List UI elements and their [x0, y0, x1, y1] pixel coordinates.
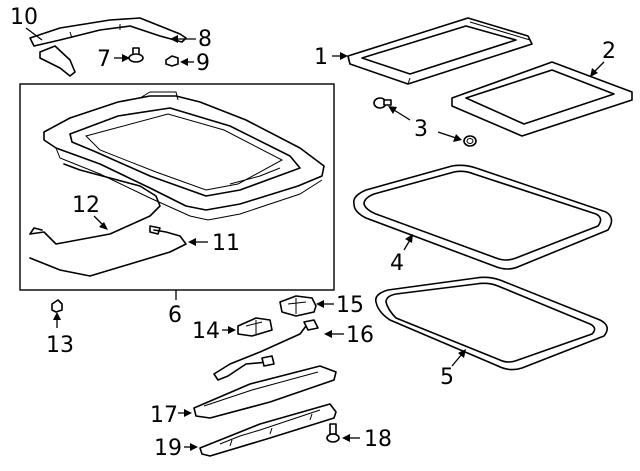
callout-13: 13 [46, 312, 74, 358]
part-9-clip [165, 55, 179, 67]
callout-label-15: 15 [336, 293, 364, 318]
part-16-harness [213, 319, 319, 381]
callout-label-3: 3 [414, 117, 428, 142]
callout-11: 11 [188, 231, 240, 256]
callout-2: 2 [590, 39, 616, 77]
callout-label-11: 11 [212, 231, 240, 256]
callout-1: 1 [314, 45, 348, 70]
part-1-glass-panel [347, 17, 533, 85]
callout-label-6: 6 [168, 303, 182, 328]
part-13-clip [51, 299, 63, 313]
callout-label-18: 18 [364, 427, 392, 452]
part-7-screw [128, 47, 144, 63]
callout-18: 18 [342, 427, 392, 452]
callout-label-8: 8 [198, 27, 212, 52]
callout-15: 15 [316, 293, 364, 318]
part-3-bolts [373, 97, 477, 147]
callout-label-13: 13 [46, 333, 74, 358]
part-19-trim-panel [199, 403, 337, 457]
callout-6: 6 [168, 290, 182, 328]
callout-label-14: 14 [192, 319, 220, 344]
callout-label-4: 4 [390, 251, 404, 276]
callout-10: 10 [10, 5, 43, 41]
part-6-frame [43, 91, 325, 221]
callout-label-10: 10 [10, 5, 38, 30]
part-15-motor [279, 295, 317, 317]
callout-label-17: 17 [150, 403, 178, 428]
part-12-drain-hose [29, 163, 161, 245]
callout-17: 17 [150, 403, 192, 428]
callout-label-5: 5 [440, 365, 454, 390]
callout-19: 19 [154, 436, 198, 461]
callout-5: 5 [440, 349, 466, 390]
part-14-module [237, 317, 273, 337]
callout-label-19: 19 [154, 436, 182, 461]
callout-label-1: 1 [314, 45, 328, 70]
assembly-6-box [19, 83, 335, 291]
callout-3: 3 [388, 106, 462, 142]
callout-4: 4 [390, 234, 413, 276]
part-4-seal [352, 164, 613, 270]
callout-9: 9 [180, 51, 210, 76]
callout-8: 8 [170, 27, 212, 52]
callout-label-16: 16 [346, 323, 374, 348]
callout-label-2: 2 [602, 39, 616, 64]
callout-7: 7 [97, 47, 130, 72]
callout-label-7: 7 [97, 47, 111, 72]
callout-14: 14 [192, 319, 236, 344]
part-18-bolt [326, 423, 340, 443]
callout-12: 12 [72, 193, 108, 230]
part-11-drain-hose [29, 225, 187, 277]
part-5-drip-seal [374, 276, 608, 371]
part-17-trim-panel [193, 365, 337, 419]
part-2-sunshade [451, 61, 633, 137]
part-10-deflector [29, 17, 187, 77]
callout-label-12: 12 [72, 193, 100, 218]
callout-label-9: 9 [196, 51, 210, 76]
callout-16: 16 [324, 323, 374, 348]
